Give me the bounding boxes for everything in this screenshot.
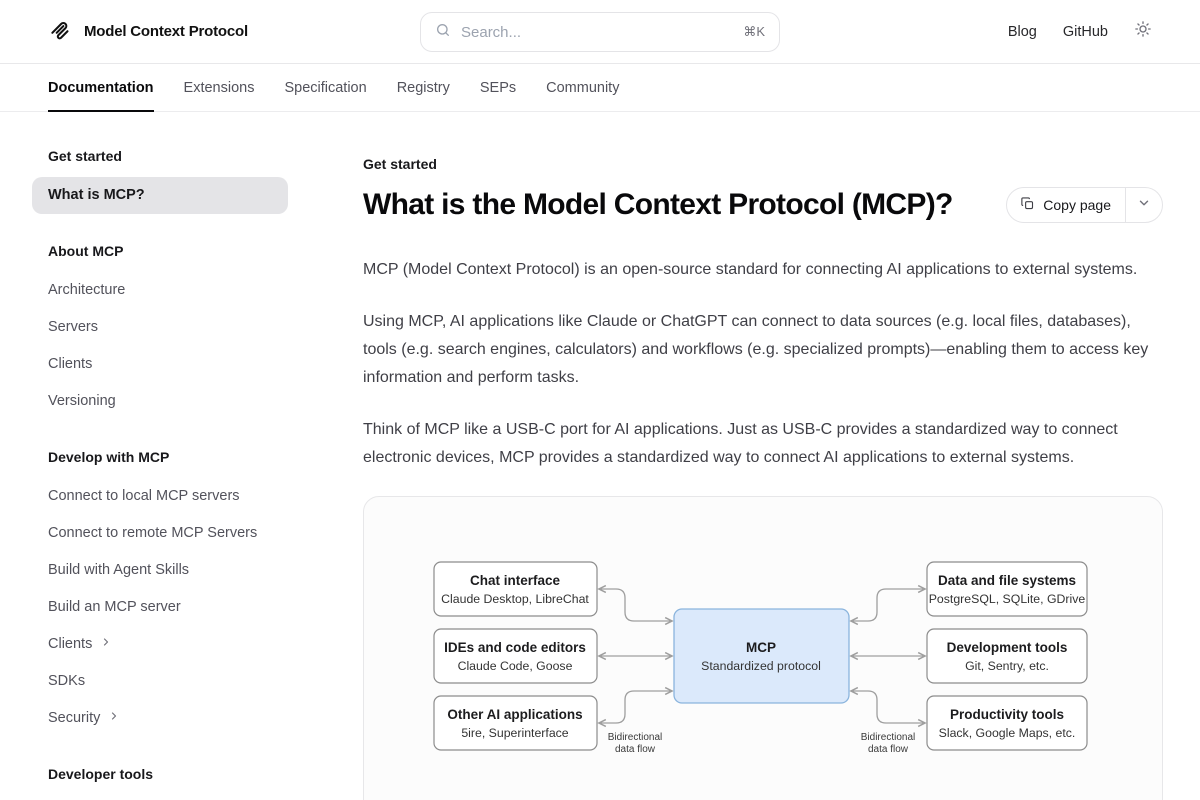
header: Model Context Protocol ⌘K Blog GitHub — [0, 0, 1200, 64]
svg-text:MCP: MCP — [746, 640, 776, 655]
sidebar-section-developer-tools: Developer tools — [48, 764, 336, 784]
tab-community[interactable]: Community — [546, 79, 620, 96]
main-content: Get started What is the Model Context Pr… — [363, 112, 1163, 800]
svg-text:Productivity tools: Productivity tools — [950, 707, 1064, 722]
diagram-svg: Chat interface Claude Desktop, LibreChat… — [433, 561, 1088, 755]
sidebar-item-agent-skills[interactable]: Build with Agent Skills — [48, 562, 190, 578]
connector-left-top — [599, 589, 672, 621]
paragraph: Using MCP, AI applications like Claude o… — [363, 313, 1149, 386]
diagram-box-productivity-tools: Productivity tools Slack, Google Maps, e… — [926, 695, 1088, 751]
connector-left-bottom — [599, 691, 672, 723]
chevron-right-icon — [108, 707, 120, 730]
breadcrumb: Get started — [363, 156, 437, 172]
sidebar-item-clients-group[interactable]: Clients — [48, 626, 336, 663]
search-box[interactable]: ⌘K — [420, 12, 780, 52]
sidebar-item-label: Clients — [48, 636, 93, 652]
sidebar-heading: Get started — [48, 148, 122, 164]
tab-documentation[interactable]: Documentation — [48, 64, 154, 112]
paragraph: Think of MCP like a USB-C port for AI ap… — [363, 421, 1118, 466]
flow-label-right: Bidirectional data flow — [861, 732, 915, 755]
tab-seps[interactable]: SEPs — [479, 79, 517, 96]
sidebar-item-what-is-mcp[interactable]: What is MCP? — [32, 177, 288, 214]
diagram-box-mcp: MCP Standardized protocol — [673, 608, 850, 704]
sidebar-item-connect-remote[interactable]: Connect to remote MCP Servers — [48, 525, 258, 541]
article-body: MCP (Model Context Protocol) is an open-… — [363, 256, 1163, 472]
chevron-down-icon — [1137, 196, 1151, 215]
svg-text:PostgreSQL, SQLite, GDrive: PostgreSQL, SQLite, GDrive — [929, 592, 1086, 606]
diagram-box-data-file-systems: Data and file systems PostgreSQL, SQLite… — [926, 561, 1088, 617]
sidebar: Get started What is MCP? About MCP Archi… — [0, 112, 363, 800]
brand-name: Model Context Protocol — [84, 23, 248, 40]
diagram-box-chat-interface: Chat interface Claude Desktop, LibreChat — [433, 561, 598, 617]
mcp-architecture-diagram: Chat interface Claude Desktop, LibreChat… — [363, 496, 1163, 800]
sidebar-item-architecture[interactable]: Architecture — [48, 282, 126, 298]
copy-icon — [1020, 196, 1035, 214]
sidebar-heading: Develop with MCP — [48, 449, 170, 465]
svg-text:IDEs and code editors: IDEs and code editors — [444, 640, 586, 655]
sidebar-heading: About MCP — [48, 243, 124, 259]
svg-text:Bidirectional: Bidirectional — [608, 732, 662, 743]
tab-extensions[interactable]: Extensions — [183, 79, 255, 96]
svg-text:Bidirectional: Bidirectional — [861, 732, 915, 743]
sidebar-item-versioning[interactable]: Versioning — [48, 393, 116, 409]
connector-right-bottom — [851, 691, 925, 723]
tab-specification[interactable]: Specification — [284, 79, 367, 96]
diagram-box-ides: IDEs and code editors Claude Code, Goose — [433, 628, 598, 684]
theme-toggle-button[interactable] — [1134, 20, 1152, 43]
svg-text:Claude Desktop, LibreChat: Claude Desktop, LibreChat — [441, 592, 589, 606]
copy-page-button[interactable]: Copy page — [1007, 188, 1125, 222]
github-link[interactable]: GitHub — [1062, 23, 1108, 40]
svg-text:5ire, Superinterface: 5ire, Superinterface — [461, 726, 568, 740]
diagram-box-development-tools: Development tools Git, Sentry, etc. — [926, 628, 1088, 684]
brand[interactable]: Model Context Protocol — [48, 16, 248, 47]
copy-page-label: Copy page — [1043, 197, 1111, 213]
page-title: What is the Model Context Protocol (MCP)… — [363, 188, 953, 221]
paragraph: MCP (Model Context Protocol) is an open-… — [363, 261, 1138, 278]
sidebar-item-security-group[interactable]: Security — [48, 700, 336, 737]
tab-registry[interactable]: Registry — [396, 79, 450, 96]
svg-text:Standardized protocol: Standardized protocol — [701, 659, 821, 673]
copy-page-menu-button[interactable] — [1125, 188, 1162, 222]
sidebar-heading: Developer tools — [48, 766, 154, 782]
flow-label-left: Bidirectional data flow — [608, 732, 662, 755]
svg-text:data flow: data flow — [615, 744, 656, 755]
chevron-right-icon — [100, 633, 112, 656]
sidebar-section-develop: Develop with MCP Connect to local MCP se… — [48, 447, 336, 737]
header-links: Blog GitHub — [1008, 20, 1152, 43]
svg-text:data flow: data flow — [868, 744, 909, 755]
search-icon — [435, 22, 451, 43]
sidebar-section-get-started: Get started What is MCP? — [32, 146, 336, 214]
sun-icon — [1134, 20, 1152, 43]
search-shortcut: ⌘K — [743, 24, 765, 39]
svg-text:Chat interface: Chat interface — [470, 573, 561, 588]
sidebar-item-build-server[interactable]: Build an MCP server — [48, 599, 181, 615]
svg-text:Data and file systems: Data and file systems — [938, 573, 1076, 588]
sidebar-section-about-mcp: About MCP Architecture Servers Clients V… — [48, 241, 336, 420]
blog-link[interactable]: Blog — [1007, 23, 1037, 40]
sidebar-item-label: Security — [48, 710, 101, 726]
mcp-logo-icon — [48, 16, 74, 47]
diagram-box-other-ai-apps: Other AI applications 5ire, Superinterfa… — [433, 695, 598, 751]
svg-text:Slack, Google Maps, etc.: Slack, Google Maps, etc. — [939, 726, 1076, 740]
svg-text:Git, Sentry, etc.: Git, Sentry, etc. — [965, 659, 1049, 673]
svg-text:Development tools: Development tools — [947, 640, 1068, 655]
search-input[interactable] — [461, 23, 734, 41]
copy-page-button-group: Copy page — [1006, 187, 1163, 223]
svg-text:Claude Code, Goose: Claude Code, Goose — [458, 659, 573, 673]
sidebar-item-clients[interactable]: Clients — [48, 356, 93, 372]
svg-text:Other AI applications: Other AI applications — [447, 707, 582, 722]
primary-nav: Documentation Extensions Specification R… — [0, 64, 1200, 112]
connector-right-top — [851, 589, 925, 621]
sidebar-item-sdks[interactable]: SDKs — [48, 673, 86, 689]
sidebar-item-connect-local[interactable]: Connect to local MCP servers — [48, 488, 240, 504]
sidebar-item-servers[interactable]: Servers — [48, 319, 98, 335]
